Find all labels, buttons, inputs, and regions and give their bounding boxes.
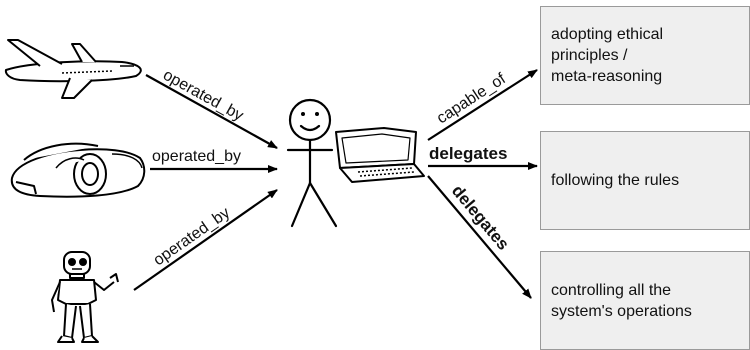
arrow-delegates-operations: [427, 175, 532, 299]
edge-label-delegates-operations: delegates: [448, 181, 513, 253]
arrow-robot-to-person: [133, 189, 278, 291]
edge-label-plane-operated-by: operated_by: [160, 67, 246, 125]
arrow-plane-to-person: [145, 74, 278, 149]
ethics-box: adopting ethical principles / meta-reaso…: [540, 6, 750, 105]
edge-label-delegates-rules: delegates: [429, 144, 507, 163]
edge-label-capable-of: capable_of: [434, 70, 509, 127]
robot-icon: [51, 251, 119, 343]
rules-box: following the rules: [540, 131, 750, 230]
laptop-icon: [335, 127, 425, 183]
sports-car-icon: [10, 142, 146, 198]
airplane-icon: [4, 39, 142, 99]
edge-label-car-operated-by: operated_by: [152, 148, 241, 165]
operations-box: controlling all the system's operations: [540, 251, 750, 350]
arrow-capable-of: [427, 69, 538, 141]
edge-label-robot-operated-by: operated_by: [151, 204, 234, 269]
stick-figure-person-icon: [286, 98, 338, 228]
